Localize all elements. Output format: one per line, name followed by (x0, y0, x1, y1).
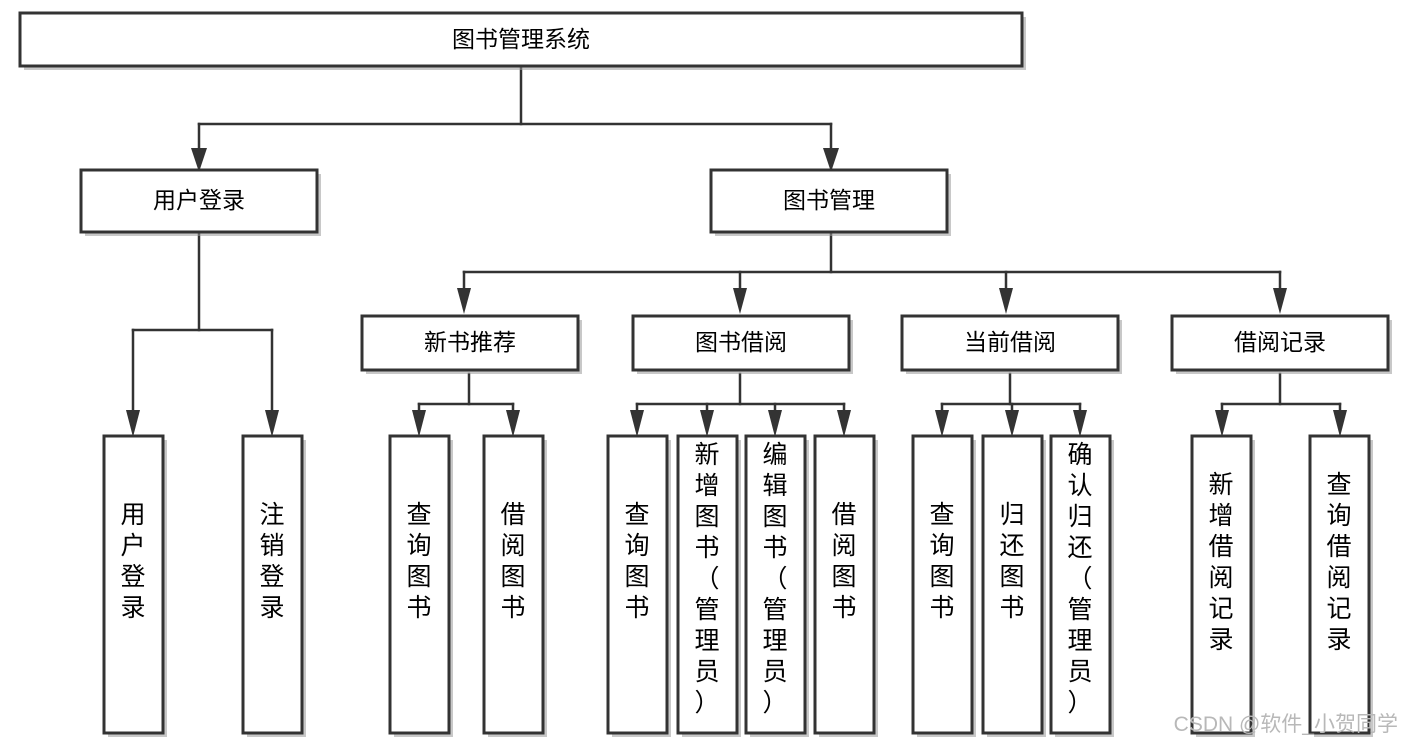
arrowhead-to-bookmanage (823, 148, 839, 172)
current-borrow-box[interactable] (900, 314, 1120, 372)
leaf-node[interactable]: 查询借阅记录 (1308, 434, 1373, 737)
leaf-box[interactable] (911, 434, 974, 735)
arrowhead-userlogin-leaf2 (265, 410, 279, 437)
leaf-box[interactable] (1190, 434, 1253, 735)
arrowhead-newbook-leaf2 (506, 410, 520, 437)
book-manage-label: 图书管理 (783, 187, 875, 213)
leaf-box[interactable] (482, 434, 545, 735)
leaf-label: 确认归还（管理员） (1067, 441, 1092, 717)
leaf-node[interactable]: 查询图书 (606, 434, 671, 737)
user-login-box[interactable] (79, 168, 319, 234)
leaf-box[interactable] (1308, 434, 1371, 735)
node-user-login[interactable]: 用户登录 (79, 168, 321, 236)
node-borrow-record[interactable]: 借阅记录 (1170, 314, 1392, 374)
arrowhead-to-current (999, 288, 1013, 314)
node-root[interactable]: 图书管理系统 (18, 11, 1026, 70)
node-book-borrow[interactable]: 图书借阅 (631, 314, 853, 374)
node-current-borrow[interactable]: 当前借阅 (900, 314, 1122, 374)
arrowhead-current-leaf3 (1073, 410, 1087, 437)
arrowhead-to-newbook (457, 288, 471, 314)
leaf-label: 查询借阅记录 (1326, 471, 1351, 654)
leaf-box[interactable] (606, 434, 669, 735)
leaf-label: 查询图书 (406, 501, 431, 622)
arrowhead-current-leaf2 (1005, 410, 1019, 437)
leaf-box[interactable] (241, 434, 304, 735)
leaf-box[interactable] (813, 434, 876, 735)
leaf-label: 新增借阅记录 (1208, 471, 1233, 654)
leaf-box[interactable] (388, 434, 451, 735)
leaf-label: 借阅图书 (831, 501, 856, 622)
leaf-node[interactable]: 用户登录 (102, 434, 167, 737)
leaf-nodes: 用户登录 注销登录 查询图书 借阅图书 查询图书 (102, 434, 1373, 737)
leaf-label: 用户登录 (120, 501, 145, 622)
arrowhead-to-borrow (733, 288, 747, 314)
arrowhead-newbook-leaf1 (412, 410, 426, 437)
leaf-box[interactable] (102, 434, 165, 735)
new-book-rec-box[interactable] (360, 314, 580, 372)
leaf-label: 借阅图书 (500, 501, 525, 622)
leaf-box[interactable] (1049, 434, 1112, 735)
leaf-label: 查询图书 (929, 501, 954, 622)
leaf-node[interactable]: 确认归还（管理员） (1049, 434, 1114, 737)
arrowhead-record-leaf1 (1215, 410, 1229, 437)
arrow-heads (126, 148, 1347, 437)
user-login-label: 用户登录 (153, 187, 245, 213)
node-new-book-recommend[interactable]: 新书推荐 (360, 314, 582, 374)
leaf-node[interactable]: 查询图书 (911, 434, 976, 737)
leaf-label: 注销登录 (259, 501, 284, 622)
arrowhead-userlogin-leaf1 (126, 410, 140, 437)
leaf-box[interactable] (744, 434, 807, 735)
leaf-node[interactable]: 注销登录 (241, 434, 306, 737)
leaf-label: 编辑图书（管理员） (762, 441, 787, 717)
arrowhead-borrow-leaf1 (630, 410, 644, 437)
node-book-manage[interactable]: 图书管理 (709, 168, 951, 236)
borrow-record-box[interactable] (1170, 314, 1390, 372)
arrowhead-current-leaf1 (935, 410, 949, 437)
current-borrow-label: 当前借阅 (964, 329, 1056, 355)
leaf-node[interactable]: 归还图书 (981, 434, 1046, 737)
arrowhead-record-leaf2 (1333, 410, 1347, 437)
arrowhead-to-record (1273, 288, 1287, 314)
new-book-rec-label: 新书推荐 (424, 329, 516, 355)
leaf-node[interactable]: 新增借阅记录 (1190, 434, 1255, 737)
arrowhead-borrow-leaf4 (837, 410, 851, 437)
leaf-node[interactable]: 借阅图书 (482, 434, 547, 737)
leaf-node[interactable]: 查询图书 (388, 434, 453, 737)
book-borrow-box[interactable] (631, 314, 851, 372)
leaf-label: 新增图书（管理员） (694, 441, 719, 717)
csdn-watermark: CSDN @软件_小贺同学 (1174, 713, 1398, 736)
leaf-box[interactable] (676, 434, 739, 735)
root-label: 图书管理系统 (452, 26, 590, 52)
borrow-record-label: 借阅记录 (1234, 329, 1326, 355)
leaf-label: 归还图书 (999, 501, 1024, 622)
arrowhead-borrow-leaf2 (700, 410, 714, 437)
arrowhead-borrow-leaf3 (768, 410, 782, 437)
leaf-node[interactable]: 借阅图书 (813, 434, 878, 737)
book-manage-box[interactable] (709, 168, 949, 234)
leaf-box[interactable] (981, 434, 1044, 735)
book-borrow-label: 图书借阅 (695, 329, 787, 355)
leaf-node[interactable]: 编辑图书（管理员） (744, 434, 809, 737)
leaf-node[interactable]: 新增图书（管理员） (676, 434, 741, 737)
arrowhead-to-userlogin (191, 148, 207, 172)
leaf-label: 查询图书 (624, 501, 649, 622)
root-box[interactable] (18, 11, 1024, 68)
